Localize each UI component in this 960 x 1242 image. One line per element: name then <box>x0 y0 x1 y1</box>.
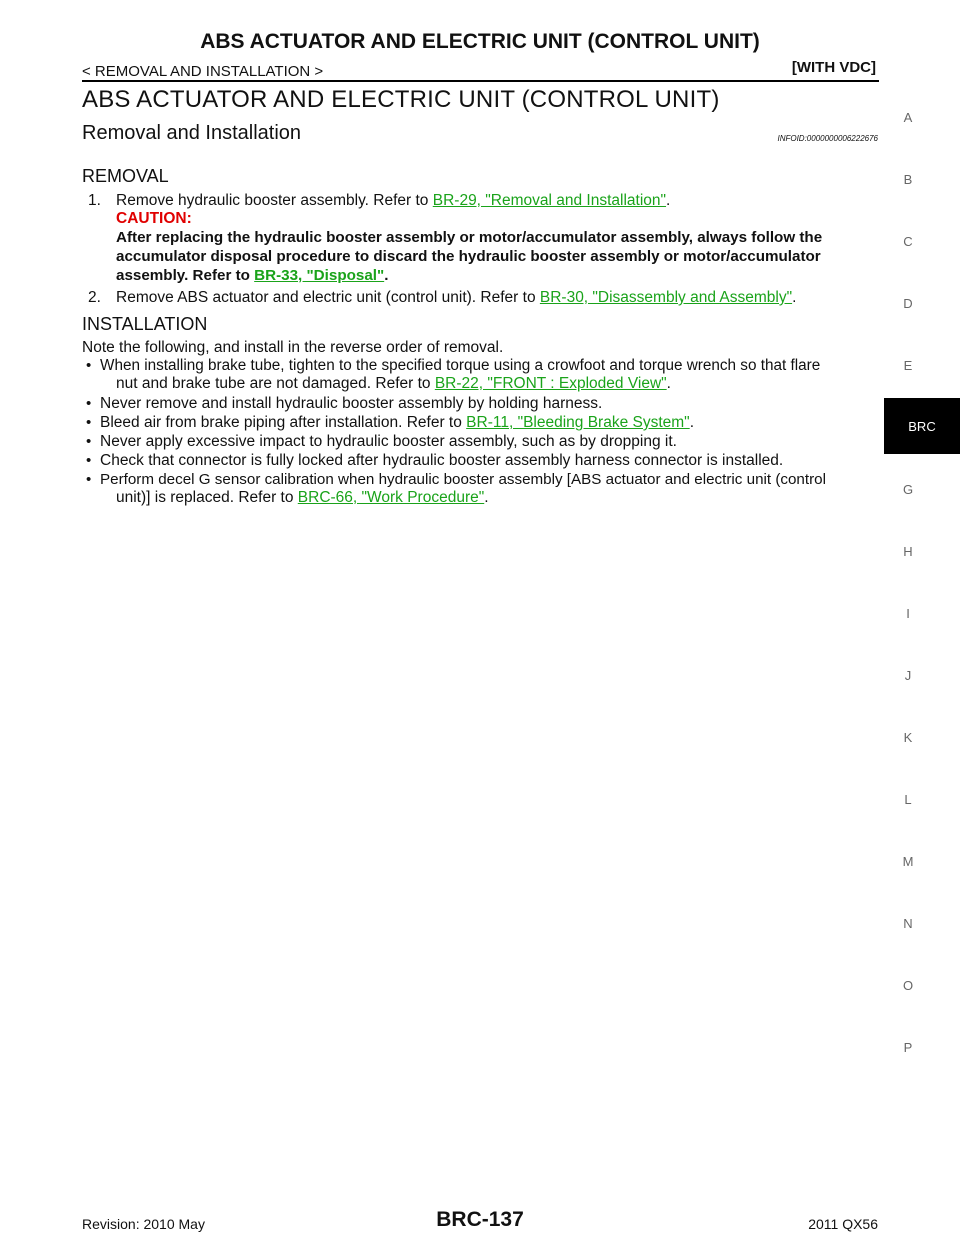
step-2-label: Remove ABS actuator and electric unit (c… <box>116 289 540 306</box>
bullet-3-end: . <box>689 414 694 431</box>
caution-label: CAUTION: <box>116 210 192 227</box>
bullet-6-line-2: unit)] is replaced. Refer to BRC-66, "Wo… <box>116 489 489 507</box>
link-br-30[interactable]: BR-30, "Disassembly and Assembly" <box>539 289 793 306</box>
bullet-6-line-1: Perform decel G sensor calibration when … <box>100 471 826 488</box>
footer-model: 2011 QX56 <box>808 1216 878 1232</box>
bullet-1-line-1: When installing brake tube, tighten to t… <box>100 357 821 374</box>
step-1-label: Remove hydraulic booster assembly. Refer… <box>116 192 433 209</box>
sidebar-letter-j[interactable]: J <box>904 668 912 683</box>
sidebar-letter-e[interactable]: E <box>903 358 913 373</box>
caution-line-1: After replacing the hydraulic booster as… <box>116 229 823 246</box>
step-1-number: 1. <box>88 192 101 209</box>
footer-page-number: BRC-137 <box>436 1208 524 1231</box>
bullet-5-dot: • <box>86 452 92 469</box>
bullet-4-dot: • <box>86 433 92 450</box>
header-title: ABS ACTUATOR AND ELECTRIC UNIT (CONTROL … <box>200 30 760 53</box>
bullet-1-line-2: nut and brake tube are not damaged. Refe… <box>116 375 671 393</box>
step-1-text: Remove hydraulic booster assembly. Refer… <box>116 192 670 210</box>
caution-line-3-end: . <box>384 267 389 284</box>
bullet-1-line-2-text: nut and brake tube are not damaged. Refe… <box>116 375 435 392</box>
sidebar-letter-m[interactable]: M <box>902 854 914 869</box>
bullet-6-dot: • <box>86 471 92 488</box>
bullet-5: Check that connector is fully locked aft… <box>100 452 784 469</box>
step-2-text: Remove ABS actuator and electric unit (c… <box>116 289 796 307</box>
bullet-4: Never apply excessive impact to hydrauli… <box>100 433 677 450</box>
bullet-1-end: . <box>666 375 671 392</box>
sidebar-tab-brc[interactable]: BRC <box>884 398 960 454</box>
sidebar-letter-k[interactable]: K <box>903 730 913 745</box>
sidebar-tab-brc-label: BRC <box>908 418 936 434</box>
installation-heading: INSTALLATION <box>82 314 208 334</box>
info-id: INFOID:0000000006222676 <box>777 134 878 143</box>
link-br-11[interactable]: BR-11, "Bleeding Brake System" <box>466 414 690 431</box>
installation-note: Note the following, and install in the r… <box>82 339 504 356</box>
sidebar-letter-h[interactable]: H <box>903 544 913 559</box>
sidebar-letter-n[interactable]: N <box>903 916 913 931</box>
sidebar-letter-i[interactable]: I <box>906 606 910 621</box>
removal-heading: REMOVAL <box>82 166 169 186</box>
bullet-1-dot: • <box>86 357 92 374</box>
bullet-6-line-2-text: unit)] is replaced. Refer to <box>116 489 298 506</box>
breadcrumb: < REMOVAL AND INSTALLATION > <box>82 63 324 80</box>
step-2-number: 2. <box>88 289 101 306</box>
link-br-29[interactable]: BR-29, "Removal and Installation" <box>432 192 667 209</box>
caution-line-3: assembly. Refer to BR-33, "Disposal". <box>116 267 388 284</box>
bullet-2-dot: • <box>86 395 92 412</box>
sidebar-letter-g[interactable]: G <box>902 482 914 497</box>
link-br-33[interactable]: BR-33, "Disposal" <box>254 267 385 284</box>
bullet-6-end: . <box>484 489 489 506</box>
link-br-22[interactable]: BR-22, "FRONT : Exploded View" <box>434 375 667 392</box>
sidebar-letter-b[interactable]: B <box>903 172 913 187</box>
header-tag: [WITH VDC] <box>791 59 876 76</box>
footer-revision: Revision: 2010 May <box>82 1216 205 1232</box>
bullet-3-text: Bleed air from brake piping after instal… <box>100 414 467 431</box>
step-2-end: . <box>792 289 797 306</box>
sidebar-letter-d[interactable]: D <box>903 296 913 311</box>
step-1-end: . <box>666 192 671 209</box>
link-brc-66[interactable]: BRC-66, "Work Procedure" <box>297 489 485 506</box>
bullet-3: Bleed air from brake piping after instal… <box>100 414 694 432</box>
sidebar-letter-l[interactable]: L <box>904 792 912 807</box>
sidebar-letter-a[interactable]: A <box>903 110 913 125</box>
bullet-3-dot: • <box>86 414 92 431</box>
section-title: ABS ACTUATOR AND ELECTRIC UNIT (CONTROL … <box>82 86 720 113</box>
sidebar-letter-o[interactable]: O <box>902 978 914 993</box>
sidebar-letter-c[interactable]: C <box>903 234 913 249</box>
header-rule <box>82 80 879 82</box>
subsection-title: Removal and Installation <box>82 122 302 144</box>
bullet-2: Never remove and install hydraulic boost… <box>100 395 603 412</box>
caution-line-3-text: assembly. Refer to <box>116 267 255 284</box>
sidebar-letter-p[interactable]: P <box>903 1040 913 1055</box>
caution-line-2: accumulator disposal procedure to discar… <box>116 248 821 265</box>
